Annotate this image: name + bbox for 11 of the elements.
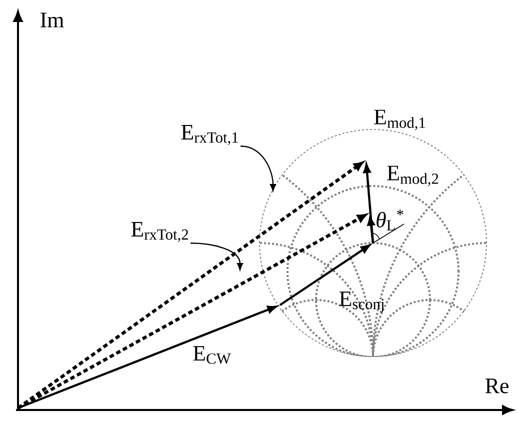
vector-label: E$_{sconj}$	[339, 292, 384, 312]
vector-label: E$_{mod,1}$	[374, 110, 426, 130]
axis-label: Re	[485, 378, 508, 394]
vector-label: E$_{CW}$	[193, 346, 231, 364]
axis-label: Im	[40, 12, 64, 28]
vector-label: E$_{rxTot,2}$	[131, 222, 188, 242]
leader-arrow	[240, 146, 276, 192]
angle-label: θ$_{L}$*	[376, 210, 404, 230]
vector-label: E$_{mod,2}$	[387, 166, 438, 186]
vector-label: E$_{rxTot,1}$	[181, 125, 238, 145]
leader-arrow	[190, 242, 244, 270]
